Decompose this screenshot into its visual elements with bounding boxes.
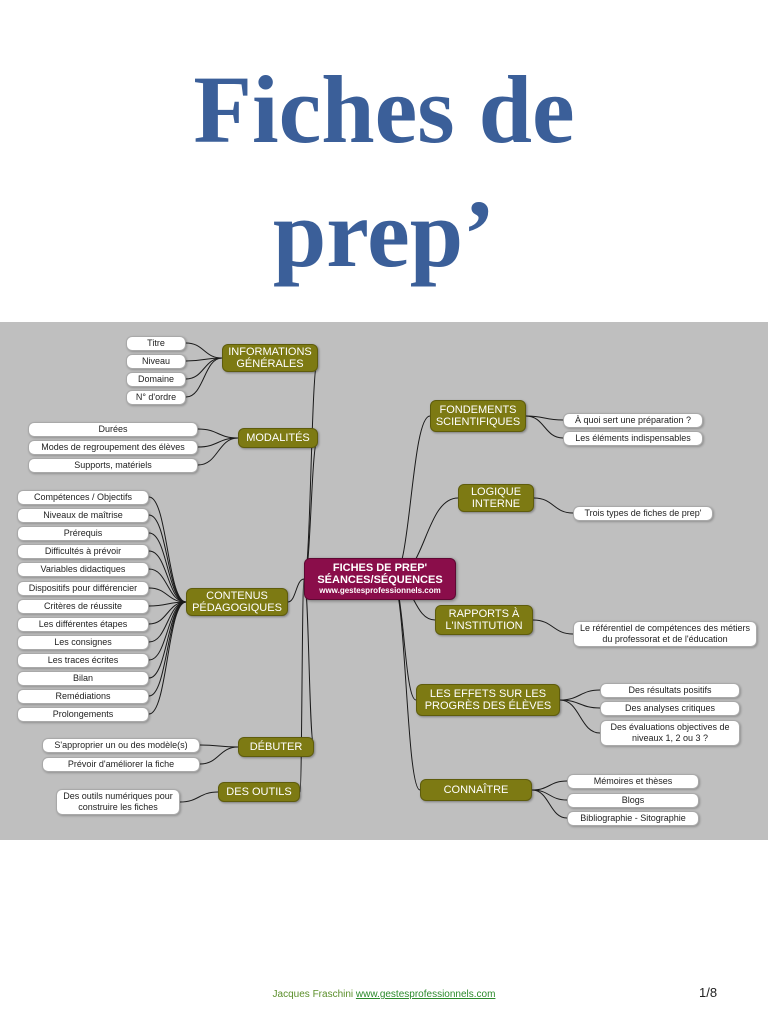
leaf-line: [148, 568, 187, 603]
leaf-prolongements: Prolongements: [17, 706, 149, 722]
leaf-line: [531, 789, 568, 819]
branch-line: [391, 415, 431, 580]
category-logique-interne: LOGIQUE INTERNE: [458, 484, 534, 512]
leaf-line: [148, 514, 187, 603]
leaf-difficultes-a-prevoir: Difficultés à prévoir: [17, 543, 149, 559]
category-des-outils: DES OUTILS: [218, 782, 300, 802]
category-contenus-pedagogiques: CONTENUS PÉDAGOGIQUES: [186, 588, 288, 616]
leaf-le-referentiel-de-competences-des-metier: Le référentiel de compétences des métier…: [573, 621, 757, 647]
leaf-competences-objectifs: Compétences / Objectifs: [17, 489, 149, 505]
leaf-line: [525, 415, 564, 439]
page-title-line-1: Fiches de: [193, 56, 575, 163]
leaf-line: [179, 791, 219, 803]
leaf-criteres-de-reussite: Critères de réussite: [17, 598, 149, 614]
leaf-line: [559, 689, 601, 701]
category-debuter: DÉBUTER: [238, 737, 314, 757]
leaf-line: [199, 744, 239, 748]
leaf-supports-materiels: Supports, matériels: [28, 457, 198, 473]
leaf-line: [199, 746, 239, 765]
leaf-line: [148, 601, 187, 643]
leaf-dispositifs-pour-differencier: Dispositifs pour différencier: [17, 580, 149, 596]
branch-line: [391, 578, 421, 791]
leaf-line: [148, 532, 187, 603]
leaf-remediations: Remédiations: [17, 688, 149, 704]
leaf-domaine: Domaine: [126, 371, 186, 387]
leaf-memoires-et-theses: Mémoires et thèses: [567, 773, 699, 789]
leaf-line: [197, 428, 239, 439]
leaf-bibliographie-sitographie: Bibliographie - Sitographie: [567, 810, 699, 826]
branch-line: [287, 578, 305, 603]
leaf-modes-de-regroupement-des-eleves: Modes de regroupement des élèves: [28, 439, 198, 455]
leaf-n-d-ordre: N° d'ordre: [126, 389, 186, 405]
leaf-les-traces-ecrites: Les traces écrites: [17, 652, 149, 668]
leaf-line: [148, 601, 187, 715]
footer: Jacques Fraschini www.gestesprofessionne…: [0, 989, 768, 1000]
branch-line: [299, 578, 305, 793]
leaf-a-quoi-sert-une-preparation: À quoi sert une préparation ?: [563, 412, 703, 428]
leaf-les-consignes: Les consignes: [17, 634, 149, 650]
footer-link[interactable]: www.gestesprofessionnels.com: [355, 989, 496, 1000]
leaf-des-resultats-positifs: Des résultats positifs: [600, 682, 740, 698]
leaf-durees: Durées: [28, 421, 198, 437]
leaf-les-differentes-etapes: Les différentes étapes: [17, 616, 149, 632]
leaf-trois-types-de-fiches-de-prep: Trois types de fiches de prep': [573, 505, 713, 521]
category-modalites: MODALITÉS: [238, 428, 318, 448]
leaf-line: [148, 601, 187, 697]
leaf-line: [559, 699, 601, 734]
leaf-des-evaluations-objectives-de-niveaux-1-: Des évaluations objectives de niveaux 1,…: [600, 720, 740, 746]
page-number: 1/8: [699, 985, 718, 1000]
leaf-les-elements-indispensables: Les éléments indispensables: [563, 430, 703, 446]
leaf-line: [185, 342, 223, 359]
center-node: FICHES DE PREP' SÉANCES/SÉQUENCES www.ge…: [304, 558, 456, 600]
leaf-des-outils-numeriques-pour-construire-le: Des outils numériques pour construire le…: [56, 789, 180, 815]
leaf-line: [533, 497, 574, 514]
leaf-bilan: Bilan: [17, 670, 149, 686]
leaf-prevoir-d-ameliorer-la-fiche: Prévoir d'améliorer la fiche: [42, 756, 200, 772]
leaf-blogs: Blogs: [567, 792, 699, 808]
leaf-prerequis: Prérequis: [17, 525, 149, 541]
leaf-line: [532, 619, 574, 635]
category-informations-generales: INFORMATIONS GÉNÉRALES: [222, 344, 318, 372]
leaf-line: [197, 437, 239, 466]
category-rapports-a-l-institution: RAPPORTS À L'INSTITUTION: [435, 605, 533, 635]
category-connaitre: CONNAÎTRE: [420, 779, 532, 801]
branch-line: [303, 578, 315, 748]
leaf-s-approprier-un-ou-des-modele-s: S'approprier un ou des modèle(s): [42, 737, 200, 753]
leaf-niveau: Niveau: [126, 353, 186, 369]
leaf-line: [531, 780, 568, 791]
leaf-line: [148, 496, 187, 603]
leaf-line: [185, 357, 223, 398]
leaf-niveaux-de-maitrise: Niveaux de maîtrise: [17, 507, 149, 523]
category-fondements-scientifiques: FONDEMENTS SCIENTIFIQUES: [430, 400, 526, 432]
branch-line: [303, 357, 319, 580]
footer-author: Jacques Fraschini: [272, 989, 354, 1000]
mind-map: FICHES DE PREP' SÉANCES/SÉQUENCES www.ge…: [0, 322, 768, 840]
center-title: FICHES DE PREP': [332, 562, 428, 574]
leaf-des-analyses-critiques: Des analyses critiques: [600, 700, 740, 716]
leaf-variables-didactiques: Variables didactiques: [17, 561, 149, 577]
leaf-titre: Titre: [126, 335, 186, 351]
category-les-effets-sur-les-progres-des-eleves: LES EFFETS SUR LES PROGRÈS DES ÉLÈVES: [416, 684, 560, 716]
center-subtitle: SÉANCES/SÉQUENCES: [317, 574, 443, 586]
page-title-line-2: prep’: [272, 180, 496, 287]
center-website: www.gestesprofessionnels.com: [319, 586, 441, 595]
